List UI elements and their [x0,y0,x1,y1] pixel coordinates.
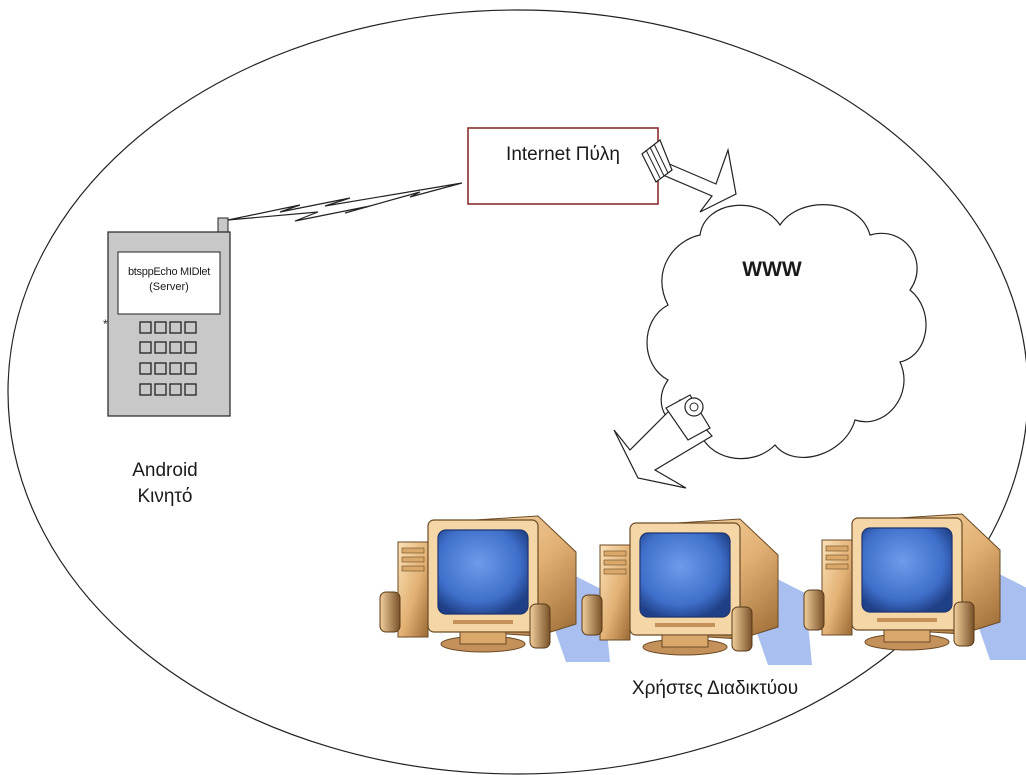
phone-screen-text: btsppEcho MIDlet [127,266,211,278]
svg-text:*: * [103,317,108,331]
user-computer-3 [803,513,1026,661]
phone-screen-subtext: (Server) [149,281,189,293]
cloud-label: WWW [742,258,802,281]
gateway-to-cloud-arrow [641,139,737,213]
gateway-box [467,127,659,205]
user-computer-1 [379,515,611,663]
cloud-to-users-arrow [613,394,713,489]
www-cloud [646,204,927,460]
android-phone: * [103,217,231,417]
wireless-link-bolt [227,182,463,222]
phone-label: Android [132,460,198,481]
phone-label-secondary: Κινητό [137,486,193,507]
users-label: Χρήστες Διαδικτύου [631,678,799,699]
network-boundary-ellipse [7,9,1026,775]
user-computer-2 [581,518,813,666]
gateway-label: Internet Πύλη [506,144,620,165]
